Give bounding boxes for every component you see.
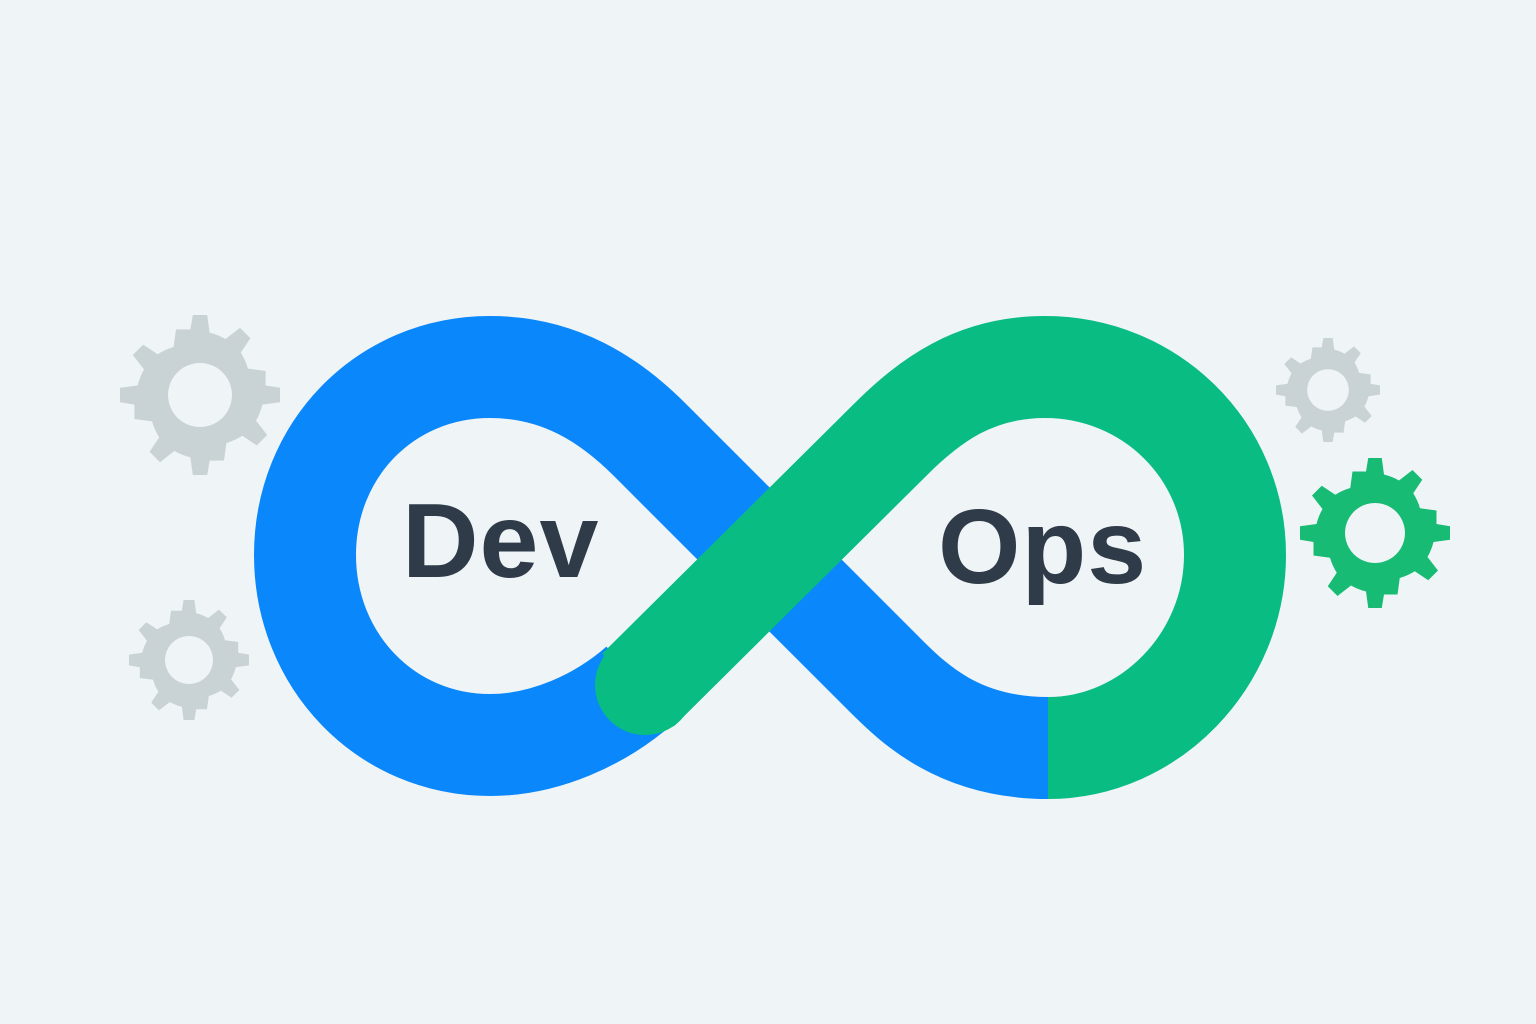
gear-icon-top-right xyxy=(1276,338,1380,442)
ops-loop-band xyxy=(602,315,1287,799)
gear-icon-right-green xyxy=(1300,458,1450,608)
dev-label: Dev xyxy=(402,482,600,600)
gear-icon-top-left xyxy=(120,315,280,475)
gear-icon-bottom-left xyxy=(129,600,249,720)
dev-loop-band xyxy=(253,315,1050,799)
ops-label: Ops xyxy=(938,488,1148,606)
ops-band-end-cap xyxy=(595,635,695,735)
